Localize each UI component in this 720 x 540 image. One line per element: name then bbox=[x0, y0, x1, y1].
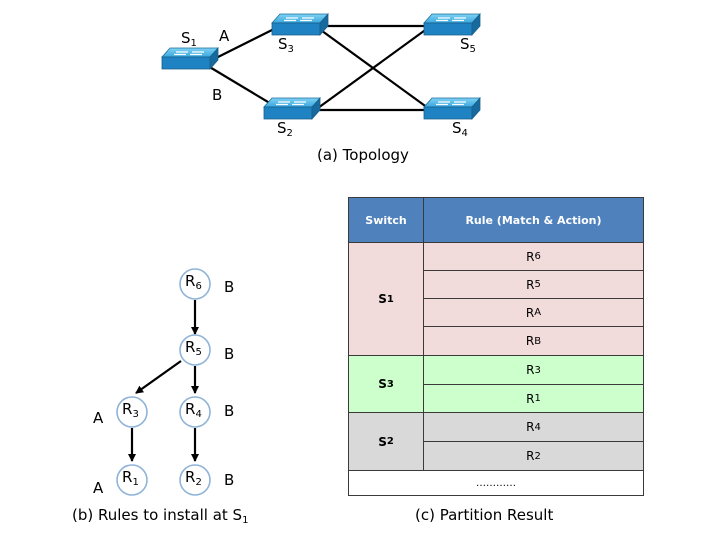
link-b-label: B bbox=[212, 86, 223, 104]
link-a-label: A bbox=[219, 27, 230, 45]
node-r1-label: R1 bbox=[122, 468, 139, 488]
edge-r5-r3 bbox=[135, 360, 182, 394]
link-s2-s5 bbox=[317, 27, 429, 109]
link-b bbox=[207, 65, 279, 109]
node-r2-path-label: B bbox=[224, 471, 235, 489]
switch-s2-icon bbox=[263, 97, 321, 120]
node-r4-label: R4 bbox=[185, 400, 202, 420]
node-r2 bbox=[179, 464, 211, 496]
node-r1 bbox=[116, 464, 148, 496]
node-r4-path-label: B bbox=[224, 402, 235, 420]
switch-s5-icon bbox=[423, 13, 481, 36]
partition-caption: (c) Partition Result bbox=[415, 506, 554, 524]
switch-s4-icon bbox=[423, 97, 481, 120]
node-r5-path-label: B bbox=[224, 345, 235, 363]
node-r6 bbox=[179, 268, 211, 300]
header-switch: Switch bbox=[348, 197, 424, 243]
header-rule: Rule (Match & Action) bbox=[423, 197, 644, 243]
switch-s3-label: S3 bbox=[278, 35, 294, 55]
node-r3 bbox=[116, 396, 148, 428]
switch-s1-icon bbox=[161, 47, 219, 70]
node-r2-label: R2 bbox=[185, 468, 202, 488]
node-r6-path-label: B bbox=[224, 278, 235, 296]
node-r3-path-label: A bbox=[93, 409, 104, 427]
node-r4 bbox=[179, 396, 211, 428]
node-r5 bbox=[179, 334, 211, 366]
topology-caption: (a) Topology bbox=[317, 146, 409, 164]
link-a bbox=[207, 25, 281, 63]
switch-s2-label: S2 bbox=[277, 119, 293, 139]
switch-s5-label: S5 bbox=[460, 35, 476, 55]
table-footer-ellipsis: ………… bbox=[348, 470, 644, 496]
node-r6-label: R6 bbox=[185, 272, 202, 292]
switch-s4-label: S4 bbox=[452, 119, 468, 139]
node-r5-label: R5 bbox=[185, 338, 202, 358]
switch-s3-icon bbox=[271, 13, 329, 36]
node-r3-label: R3 bbox=[122, 400, 139, 420]
node-r1-path-label: A bbox=[93, 479, 104, 497]
rules-caption: (b) Rules to install at S1 bbox=[72, 506, 249, 526]
switch-s1-label: S1 bbox=[181, 29, 197, 49]
